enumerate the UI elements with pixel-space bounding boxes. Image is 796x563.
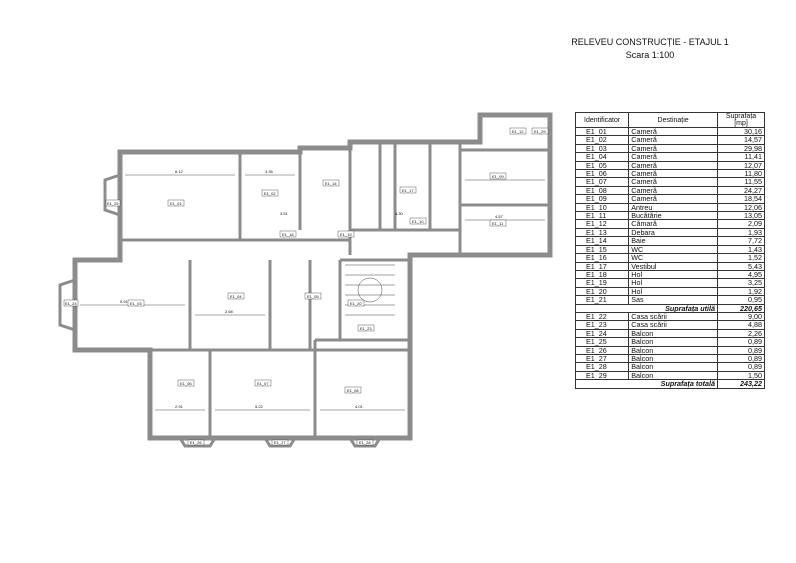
room-tag: E1_10 — [412, 219, 424, 224]
cell-identifier: E1_23 — [574, 320, 630, 330]
cell-destination: Hol — [628, 269, 718, 280]
cell-destination: Baie — [628, 236, 718, 246]
header-area: Suprafața [mp] — [717, 112, 765, 128]
header-destination: Destinație — [628, 112, 718, 128]
room-tag: E1_04 — [230, 294, 242, 299]
room-tag: E1_01 — [170, 201, 182, 206]
room-tag: E1_17 — [402, 188, 414, 193]
floor-plan: 6.12 3.35 5.91 2.68 2.91 5.22 4.01 6.11 … — [50, 110, 560, 450]
room-tag: E1_12 — [512, 129, 524, 134]
room-tag: E1_23 — [360, 326, 372, 331]
room-tag: E1_25 — [107, 201, 119, 206]
total-section: Suprafața totală 243,22 — [575, 379, 765, 389]
dim-label: 2.68 — [225, 309, 234, 314]
dim-label: 3.35 — [265, 169, 274, 174]
cell-area: 0,89 — [717, 337, 765, 347]
room-tag: E1_19 — [340, 232, 352, 237]
cell-identifier: E1_19 — [574, 278, 630, 288]
cell-area: 0,95 — [717, 295, 765, 305]
cell-destination: Sas — [628, 295, 718, 305]
cell-area: 4,88 — [717, 320, 765, 330]
dim-label: 4.01 — [355, 404, 364, 409]
balcony-bottom-3 — [348, 437, 382, 448]
cell-destination: Vestibul — [628, 261, 718, 271]
room-tag: E1_05 — [307, 294, 319, 299]
cell-destination: WC — [628, 253, 718, 263]
balcony-left — [58, 278, 76, 332]
balcony-bottom-1 — [178, 437, 217, 448]
cell-area: 18,54 — [717, 194, 765, 204]
cell-destination: Balcon — [628, 337, 718, 347]
room-tag: E1_14 — [325, 181, 337, 186]
room-tag: E1_18 — [282, 232, 294, 237]
cell-area: 7,72 — [717, 236, 765, 246]
room-tag: E1_20 — [350, 301, 362, 306]
cell-identifier: E1_21 — [574, 295, 630, 305]
room-tag: E1_24 — [65, 301, 77, 306]
dim-label: 5.91 — [120, 299, 129, 304]
room-tag: E1_26 — [190, 440, 202, 445]
subtotal-value: 220,65 — [717, 303, 765, 313]
dim-label: 4.30 — [395, 211, 404, 216]
partition-walls — [120, 142, 550, 438]
dim-label: 2.91 — [175, 404, 184, 409]
room-tag: E1_27 — [274, 440, 286, 445]
scale-text: Scara 1:100 — [625, 50, 675, 60]
cell-identifier: E1_04 — [574, 152, 630, 162]
room-tag: E1_06 — [180, 381, 192, 386]
cell-identifier: E1_16 — [574, 253, 630, 263]
dim-label: 3.51 — [280, 211, 289, 216]
room-tags: E1_01 E1_02 E1_03 E1_04 E1_05 E1_06 E1_0… — [63, 127, 549, 446]
balcony-bottom-2 — [263, 437, 297, 448]
staircase — [345, 264, 395, 316]
cell-identifier: E1_14 — [574, 236, 630, 246]
area-table: Identificator Destinație Suprafața [mp] … — [574, 112, 765, 389]
room-tag: E1_08 — [347, 388, 359, 393]
total-value: 243,22 — [717, 379, 765, 389]
total-label: Suprafața totală — [575, 379, 718, 389]
outer-wall — [72, 112, 553, 441]
floor-plan-drawing: 6.12 3.35 5.91 2.68 2.91 5.22 4.01 6.11 … — [58, 112, 553, 448]
cell-identifier: E1_09 — [574, 194, 630, 204]
title-text: RELEVEU CONSTRUCȚIE - ETAJUL 1 — [571, 37, 729, 47]
room-tag: E1_28 — [359, 440, 371, 445]
cell-destination: Cameră — [628, 194, 718, 204]
cell-area: 3,25 — [717, 278, 765, 288]
room-tag: E1_02 — [264, 191, 276, 196]
cell-identifier: E1_29 — [574, 370, 630, 381]
balcony-left-top — [103, 173, 121, 217]
total-row: Suprafața totală 243,22 — [575, 379, 765, 389]
room-tag: E1_11 — [492, 221, 504, 226]
dim-label: 5.22 — [255, 404, 264, 409]
cell-area: 11,41 — [717, 152, 765, 162]
header-identifier: Identificator — [574, 112, 630, 128]
room-tag: E1_03 — [130, 301, 142, 306]
cell-destination: Hol — [628, 278, 718, 288]
cell-area: 1,52 — [717, 253, 765, 263]
drawing-title: RELEVEU CONSTRUCȚIE - ETAJUL 1 Scara 1:1… — [520, 36, 780, 62]
room-tag: E1_09 — [492, 174, 504, 179]
cell-identifier: E1_25 — [574, 337, 630, 347]
table-header-row: Identificator Destinație Suprafața [mp] — [574, 112, 765, 128]
dim-label: 4.57 — [495, 214, 504, 219]
room-tag: E1_07 — [257, 381, 269, 386]
room-tag: E1_29 — [534, 129, 546, 134]
cell-destination: Casa scării — [628, 320, 718, 330]
cell-destination: Cameră — [628, 152, 718, 162]
dim-label: 6.12 — [175, 169, 184, 174]
